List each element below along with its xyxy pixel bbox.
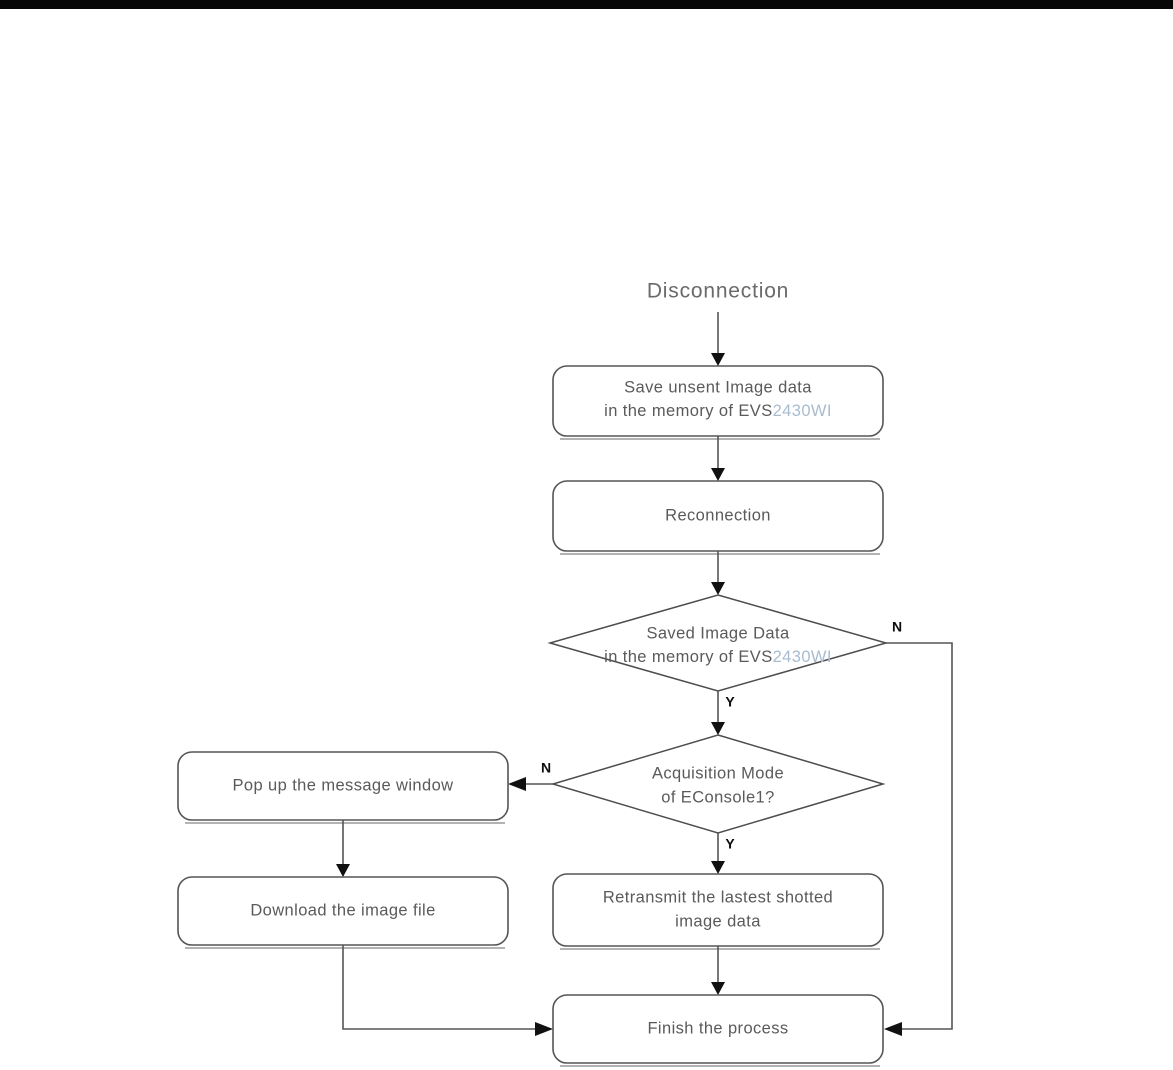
save-box-line2-prefix: in the memory of EVS (604, 402, 772, 420)
save-box-line1: Save unsent Image data (624, 378, 812, 396)
edge-save-to-reconnection (711, 436, 725, 481)
node-download-image-file[interactable]: Download the image file (177, 876, 509, 949)
node-pop-up-message-window[interactable]: Pop up the message window (177, 751, 509, 824)
retransmit-box-line1: Retransmit the lastest shotted (603, 888, 833, 906)
start-label: Disconnection (647, 280, 789, 303)
decision-saved-line2: in the memory of EVS2430WI (604, 648, 832, 666)
edge-retransmit-to-finish (711, 946, 725, 995)
branch-label-decision-mode-no: N (541, 760, 551, 776)
decision-saved-line1: Saved Image Data (646, 624, 789, 642)
decision-mode-line1: Acquisition Mode (652, 764, 784, 782)
finish-box-label: Finish the process (647, 1019, 788, 1037)
node-save-unsent-image-data[interactable]: Save unsent Image data in the memory of … (552, 365, 884, 440)
top-black-bar (0, 0, 1173, 9)
edge-download-to-finish (342, 945, 553, 1036)
reconnection-box-label: Reconnection (665, 506, 771, 524)
decision-saved-line2-accent: 2430WI (773, 648, 832, 666)
edge-decision-saved-no: N (884, 619, 953, 1036)
node-decision-acquisition-mode[interactable]: Acquisition Mode of EConsole1? (550, 734, 886, 834)
node-retransmit-image-data[interactable]: Retransmit the lastest shotted image dat… (552, 873, 884, 950)
edge-popup-to-download (336, 820, 350, 877)
edge-decision-mode-no: N (508, 760, 553, 791)
decision-saved-line2-prefix: in the memory of EVS (604, 648, 772, 666)
popup-box-label: Pop up the message window (233, 776, 454, 794)
save-box-line2: in the memory of EVS2430WI (604, 402, 832, 420)
save-box-line2-accent: 2430WI (773, 402, 832, 420)
download-box-label: Download the image file (250, 901, 435, 919)
branch-label-decision-mode-yes: Y (725, 836, 735, 852)
node-finish-the-process[interactable]: Finish the process (552, 994, 884, 1067)
branch-label-decision-saved-no: N (892, 619, 902, 635)
node-reconnection[interactable]: Reconnection (552, 480, 884, 555)
retransmit-box-shape[interactable] (552, 873, 884, 947)
decision-saved-shape[interactable] (547, 594, 889, 692)
edge-start-to-save (711, 312, 725, 366)
finish-box-shape[interactable] (552, 994, 884, 1064)
edge-decision-mode-yes: Y (711, 833, 735, 874)
save-box-shape[interactable] (552, 365, 884, 437)
decision-mode-line2: of EConsole1? (661, 788, 774, 806)
branch-label-decision-saved-yes: Y (725, 694, 735, 710)
edge-reconnection-to-decision-saved (711, 551, 725, 595)
retransmit-box-line2: image data (675, 912, 761, 930)
node-decision-saved-image-data[interactable]: Saved Image Data in the memory of EVS243… (547, 594, 889, 692)
edge-decision-saved-yes: Y (711, 691, 735, 735)
decision-mode-shape[interactable] (550, 734, 886, 834)
